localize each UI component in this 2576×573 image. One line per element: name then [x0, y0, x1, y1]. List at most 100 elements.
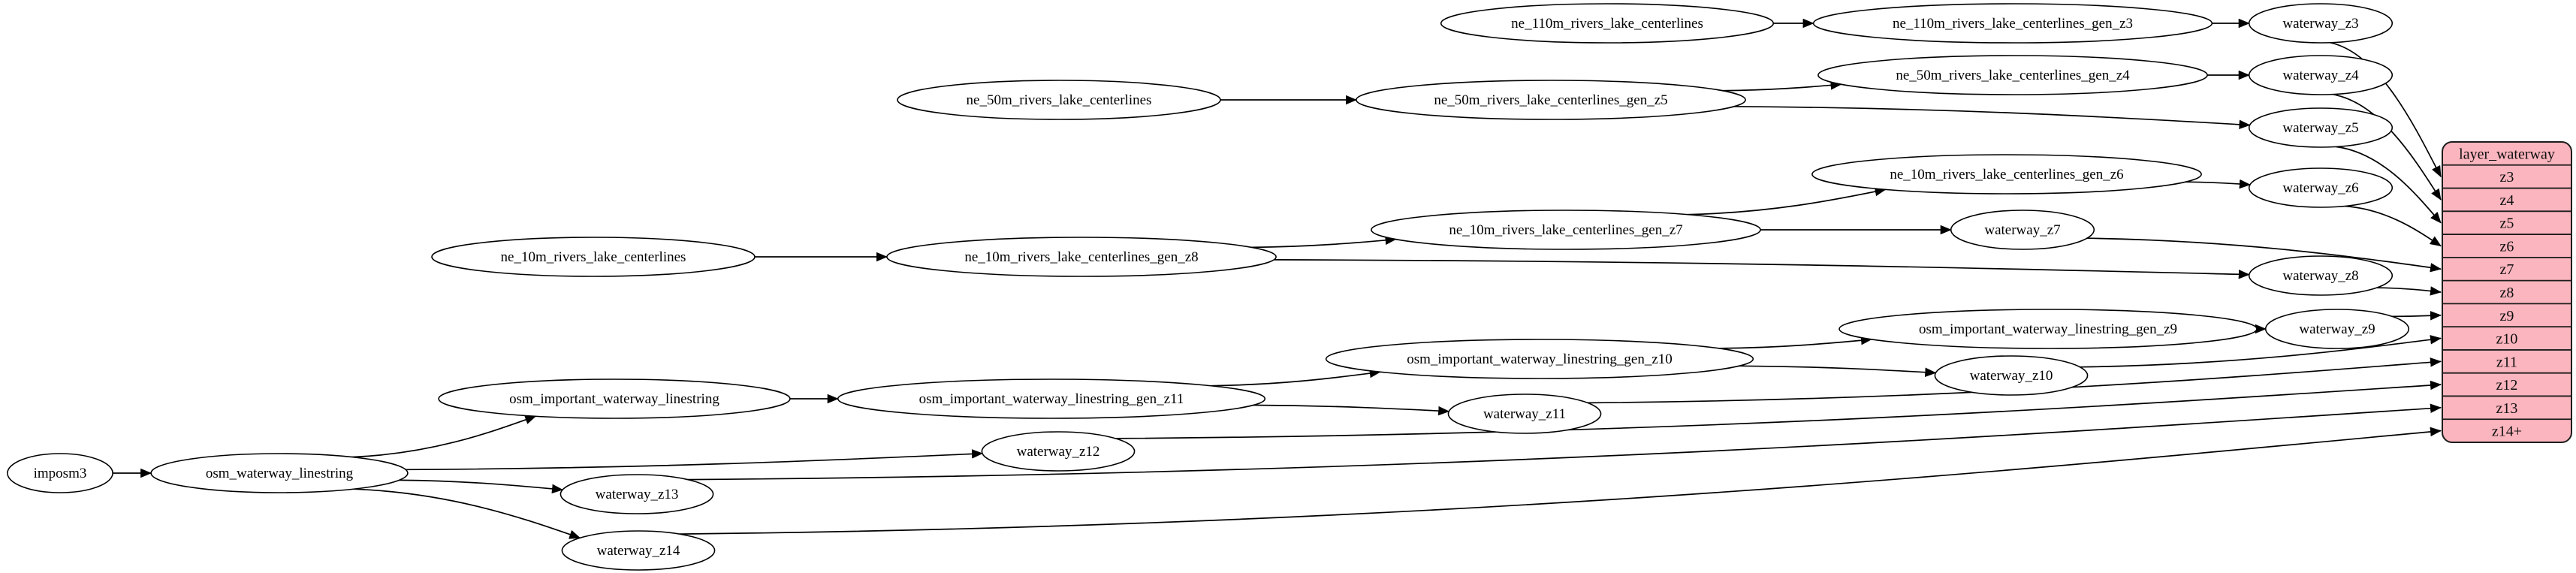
node-label: ne_10m_rivers_lake_centerlines_gen_z7: [1449, 222, 1682, 238]
edge-waterway_z3-to-layer_waterway-z3: [2330, 41, 2442, 178]
table-row-z6: z6: [2500, 238, 2514, 255]
node-label: osm_important_waterway_linestring_gen_z9: [1919, 321, 2177, 337]
node-waterway_z6: waterway_z6: [2248, 167, 2394, 208]
node-label: ne_50m_rivers_lake_centerlines: [967, 92, 1152, 108]
node-ellipse: [1838, 309, 2258, 349]
table-outline: [2442, 141, 2572, 443]
node-osm_important_waterway_linestring_gen_z10: osm_important_waterway_linestring_gen_z1…: [1325, 339, 1754, 379]
node-label: ne_10m_rivers_lake_centerlines_gen_z6: [1890, 167, 2123, 182]
edge-waterway_z13-to-layer_waterway-z13: [687, 403, 2442, 481]
edge-osm_waterway_linestring-to-waterway_z14: [353, 488, 581, 539]
node-ellipse: [1356, 80, 1746, 120]
node-osm_important_waterway_linestring: osm_important_waterway_linestring: [438, 378, 791, 419]
node-ne_10m_rivers_lake_centerlines_gen_z7: ne_10m_rivers_lake_centerlines_gen_z7: [1371, 210, 1761, 250]
table-row-z5: z5: [2500, 216, 2514, 232]
table-row-z9: z9: [2500, 308, 2514, 324]
node-waterway_z9: waterway_z9: [2264, 309, 2410, 349]
edge-waterway_z4-to-layer_waterway-z4: [2332, 93, 2442, 201]
node-ellipse: [1950, 210, 2095, 250]
node-label: waterway_z12: [1017, 444, 1100, 460]
node-waterway_z12: waterway_z12: [981, 431, 1136, 472]
edge-waterway_z8-to-layer_waterway-z8: [2376, 286, 2442, 296]
node-label: osm_important_waterway_linestring: [509, 391, 719, 407]
table-row-z11: z11: [2496, 354, 2517, 370]
edge-ne_50m_rivers_lake_centerlines_gen_z5-to-ne_50m_rivers_lake_centerlines_gen_z4: [1722, 80, 1842, 92]
edge-waterway_z14-to-layer_waterway-z14+: [679, 427, 2442, 535]
node-waterway_z3: waterway_z3: [2248, 3, 2394, 44]
node-ne_110m_rivers_lake_centerlines: ne_110m_rivers_lake_centerlines: [1440, 3, 1775, 44]
node-ne_10m_rivers_lake_centerlines_gen_z8: ne_10m_rivers_lake_centerlines_gen_z8: [886, 237, 1277, 277]
node-label: waterway_z9: [2299, 321, 2375, 337]
edge-waterway_z5-to-layer_waterway-z5: [2336, 146, 2442, 224]
node-waterway_z5: waterway_z5: [2248, 107, 2394, 148]
node-label: waterway_z11: [1483, 406, 1566, 422]
node-ellipse: [7, 453, 113, 493]
node-ellipse: [2248, 255, 2394, 296]
table-layer_waterway: layer_waterwayz3z4z5z6z7z8z9z10z11z12z13…: [2442, 141, 2572, 443]
node-label: ne_110m_rivers_lake_centerlines: [1511, 16, 1703, 32]
edge-waterway_z9-to-layer_waterway-z9: [2392, 311, 2442, 321]
node-ne_10m_rivers_lake_centerlines: ne_10m_rivers_lake_centerlines: [431, 237, 756, 277]
edge-waterway_z7-to-layer_waterway-z7: [2086, 237, 2442, 273]
edge-osm_waterway_linestring-to-waterway_z13: [399, 479, 563, 494]
node-waterway_z14: waterway_z14: [561, 530, 716, 571]
node-ellipse: [1934, 355, 2089, 396]
edge-waterway_z6-to-layer_waterway-z6: [2345, 205, 2442, 247]
edge-osm_important_waterway_linestring_gen_z11-to-osm_important_waterway_linestring_gen_z10: [1211, 368, 1381, 387]
node-osm_important_waterway_linestring_gen_z9: osm_important_waterway_linestring_gen_z9: [1838, 309, 2258, 349]
node-label: ne_50m_rivers_lake_centerlines_gen_z4: [1896, 68, 2130, 83]
node-ellipse: [1812, 3, 2213, 44]
table-row-z7: z7: [2500, 261, 2514, 278]
node-ellipse: [2264, 309, 2410, 349]
node-ellipse: [1440, 3, 1775, 44]
node-waterway_z11: waterway_z11: [1447, 394, 1602, 434]
node-imposm3: imposm3: [7, 453, 113, 493]
node-waterway_z4: waterway_z4: [2248, 55, 2394, 95]
edge-waterway_z10-to-layer_waterway-z10: [2080, 335, 2442, 368]
node-label: ne_10m_rivers_lake_centerlines_gen_z8: [964, 249, 1198, 265]
edges-layer: [113, 18, 2442, 539]
edge-ne_10m_rivers_lake_centerlines_gen_z7-to-ne_10m_rivers_lake_centerlines_gen_z6: [1687, 186, 1887, 216]
node-label: ne_10m_rivers_lake_centerlines: [501, 249, 686, 265]
node-label: waterway_z3: [2282, 16, 2358, 32]
node-ellipse: [2248, 167, 2394, 208]
node-osm_important_waterway_linestring_gen_z11: osm_important_waterway_linestring_gen_z1…: [837, 378, 1266, 419]
node-waterway_z7: waterway_z7: [1950, 210, 2095, 250]
node-ellipse: [1811, 154, 2202, 195]
node-ellipse: [561, 530, 716, 571]
edge-ne_50m_rivers_lake_centerlines_gen_z5-to-waterway_z5: [1733, 105, 2251, 130]
table-title: layer_waterway: [2459, 146, 2555, 162]
edge-osm_important_waterway_linestring_gen_z10-to-osm_important_waterway_linestring_gen_z9: [1718, 335, 1872, 349]
node-ellipse: [981, 431, 1136, 472]
table-row-z10: z10: [2496, 331, 2518, 348]
node-waterway_z10: waterway_z10: [1934, 355, 2089, 396]
table-row-z12: z12: [2496, 377, 2518, 394]
node-label: osm_waterway_linestring: [206, 466, 354, 481]
edge-osm_important_waterway_linestring_gen_z10-to-waterway_z10: [1739, 365, 1937, 377]
node-ellipse: [1371, 210, 1761, 250]
node-label: ne_110m_rivers_lake_centerlines_gen_z3: [1893, 16, 2133, 32]
node-ellipse: [2248, 55, 2394, 95]
node-label: waterway_z8: [2282, 268, 2358, 284]
node-label: waterway_z14: [597, 543, 680, 559]
node-label: ne_50m_rivers_lake_centerlines_gen_z5: [1434, 92, 1667, 108]
node-ellipse: [560, 474, 714, 514]
node-label: osm_important_waterway_linestring_gen_z1…: [919, 391, 1184, 407]
nodes-layer: imposm3 osm_waterway_linestring osm_import…: [7, 3, 2410, 571]
node-label: waterway_z7: [1984, 222, 2060, 238]
node-ellipse: [2248, 107, 2394, 148]
table-row-z3: z3: [2500, 169, 2514, 185]
node-label: waterway_z4: [2282, 68, 2359, 83]
edge-osm_important_waterway_linestring_gen_z11-to-waterway_z11: [1253, 404, 1450, 416]
node-ellipse: [438, 378, 791, 419]
table-row-z14+: z14+: [2492, 424, 2522, 440]
node-osm_waterway_linestring: osm_waterway_linestring: [150, 453, 409, 493]
node-ellipse: [2248, 3, 2394, 44]
node-ellipse: [1447, 394, 1602, 434]
node-ellipse: [150, 453, 409, 493]
edge-osm_waterway_linestring-to-waterway_z12: [406, 449, 983, 471]
node-label: imposm3: [34, 466, 87, 481]
node-ellipse: [1325, 339, 1754, 379]
